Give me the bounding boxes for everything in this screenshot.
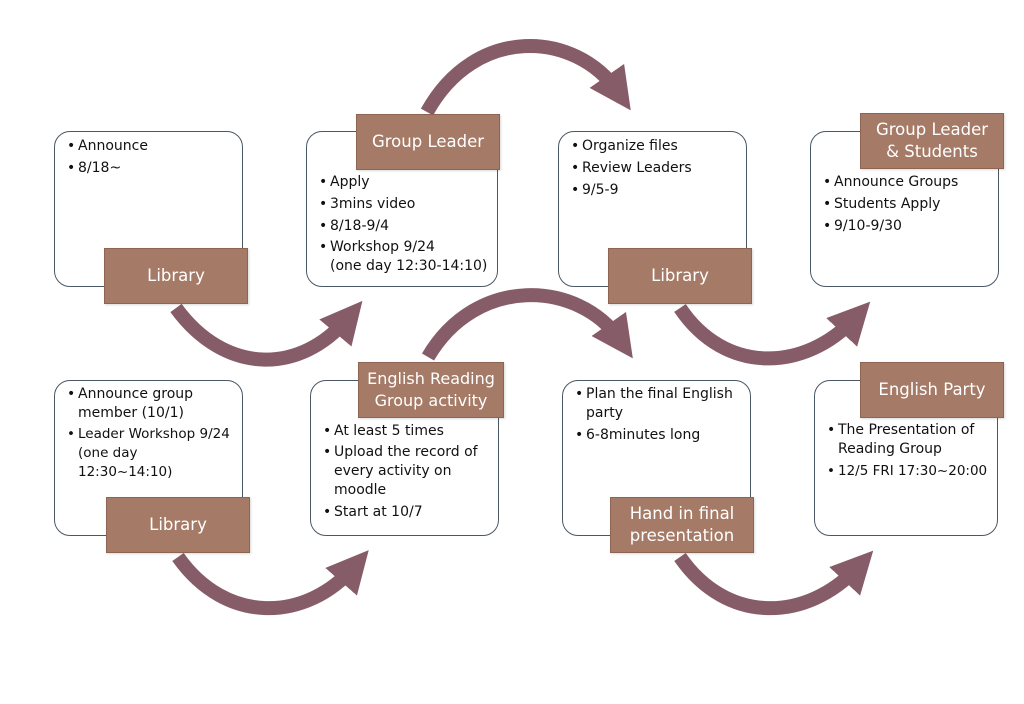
step-4-label: Group Leader & Students — [860, 113, 1004, 169]
list-item: 8/18~ — [67, 158, 236, 178]
list-item: 9/5-9 — [571, 180, 740, 200]
step-7-label: Hand in final presentation — [610, 497, 754, 553]
step-1-list: Announce 8/18~ — [67, 136, 236, 178]
step-4-list: Announce Groups Students Apply 9/10-9/30 — [823, 172, 992, 236]
step-card-2: Apply 3mins video 8/18-9/4 Workshop 9/24… — [306, 131, 498, 287]
list-item: The Presentation of Reading Group — [827, 421, 991, 459]
arrow-3-to-4 — [674, 301, 871, 366]
step-8-label: English Party — [860, 362, 1004, 418]
step-3-list: Organize files Review Leaders 9/5-9 — [571, 136, 740, 200]
list-item: Organize files — [571, 136, 740, 156]
arrow-5-to-6 — [421, 288, 633, 361]
list-item: Workshop 9/24 (one day 12:30-14:10) — [319, 238, 491, 276]
step-6-list: At least 5 times Upload the record of ev… — [323, 421, 492, 522]
list-item: Announce — [67, 136, 236, 156]
arrow-1-to-2 — [170, 300, 363, 367]
step-5-list: Announce group member (10/1) Leader Work… — [67, 385, 236, 482]
list-item: Review Leaders — [571, 158, 740, 178]
list-item: 3mins video — [319, 194, 491, 214]
list-item: Start at 10/7 — [323, 502, 492, 522]
step-1-label: Library — [104, 248, 248, 304]
list-item: Upload the record of every activity on m… — [323, 443, 492, 500]
step-6-label: English Reading Group activity — [358, 362, 504, 418]
arrow-6-to-7 — [172, 550, 369, 616]
step-5-label: Library — [106, 497, 250, 553]
step-2-list: Apply 3mins video 8/18-9/4 Workshop 9/24… — [319, 172, 491, 276]
step-7-list: Plan the final English party 6-8minutes … — [575, 385, 744, 445]
list-item: At least 5 times — [323, 421, 492, 441]
list-item: Plan the final English party — [575, 385, 744, 423]
arrow-7-to-8 — [674, 550, 874, 616]
list-item: Apply — [319, 172, 491, 192]
step-3-label: Library — [608, 248, 752, 304]
list-item: Leader Workshop 9/24 (one day 12:30~14:1… — [67, 425, 236, 482]
step-2-label: Group Leader — [356, 114, 500, 170]
arrow-2-to-3 — [420, 38, 631, 116]
step-8-list: The Presentation of Reading Group 12/5 F… — [827, 421, 991, 481]
list-item: Students Apply — [823, 194, 992, 214]
list-item: Announce Groups — [823, 172, 992, 192]
list-item: 8/18-9/4 — [319, 216, 491, 236]
list-item: 6-8minutes long — [575, 425, 744, 445]
list-item: Announce group member (10/1) — [67, 385, 236, 423]
list-item: 9/10-9/30 — [823, 216, 992, 236]
list-item: 12/5 FRI 17:30~20:00 — [827, 461, 991, 481]
